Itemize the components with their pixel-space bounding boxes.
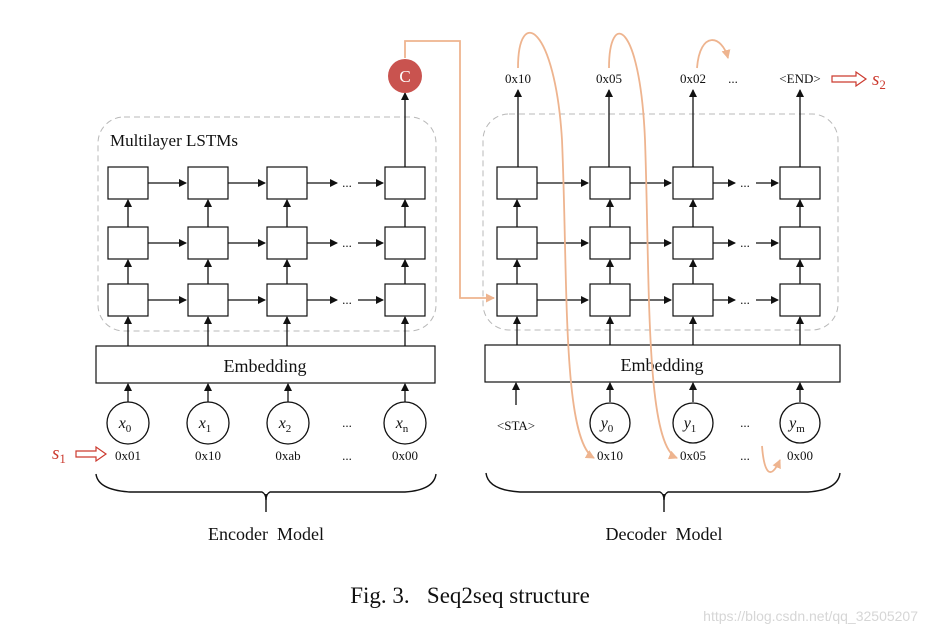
encoder-hex-value: 0x01 bbox=[115, 448, 141, 463]
encoder-lstm-cell bbox=[266, 283, 308, 317]
decoder-outputs: 0x10 0x05 0x02 <END>... bbox=[505, 71, 821, 167]
encoder-lstm-cell bbox=[107, 283, 149, 317]
encoder-input-node bbox=[106, 401, 150, 445]
encoder-embedding-label: Embedding bbox=[224, 356, 307, 376]
encoder-lstm-grid: ......... bbox=[107, 166, 426, 346]
decoder-input-node bbox=[589, 402, 631, 444]
encoder-lstm-cell bbox=[187, 166, 229, 200]
decoder-output-value: <END> bbox=[779, 71, 820, 86]
decoder-brace bbox=[485, 472, 841, 501]
decoder-input-label: y1 bbox=[682, 415, 697, 435]
encoder-model: Multilayer LSTMs ......... Embedding x0 0… bbox=[52, 92, 437, 544]
encoder-input-label: x0 bbox=[118, 415, 132, 435]
decoder-ellipsis: ... bbox=[740, 175, 750, 190]
decoder-lstm-cell bbox=[589, 166, 631, 200]
decoder-lstm-cell bbox=[496, 283, 538, 317]
decoder-output-value: 0x10 bbox=[505, 71, 531, 86]
decoder-embedding-label: Embedding bbox=[621, 355, 704, 375]
encoder-hex-value: 0xab bbox=[275, 448, 300, 463]
encoder-lstm-cell bbox=[384, 283, 426, 317]
decoder-hex-ellipsis: ... bbox=[740, 448, 750, 463]
encoder-lstm-cell bbox=[107, 166, 149, 200]
decoder-hex-value: 0x10 bbox=[597, 448, 623, 463]
decoder-lstm-cell bbox=[672, 226, 714, 260]
decoder-lstm-cell bbox=[589, 283, 631, 317]
encoder-input-ellipsis: ... bbox=[342, 415, 352, 430]
decoder-lstm-cell bbox=[672, 166, 714, 200]
encoder-ellipsis: ... bbox=[342, 175, 352, 190]
flow-arrows bbox=[404, 32, 781, 473]
encoder-hex-value: 0x00 bbox=[392, 448, 418, 463]
context-label: C bbox=[399, 67, 410, 86]
encoder-lstm-cell bbox=[187, 226, 229, 260]
encoder-input-label: x2 bbox=[278, 415, 292, 435]
decoder-model-label: Decoder Model bbox=[606, 524, 723, 544]
context-to-decoder-arrow bbox=[404, 40, 495, 303]
encoder-lstm-cell bbox=[266, 166, 308, 200]
encoder-s-label: s1 bbox=[52, 443, 66, 466]
decoder-input-label: ym bbox=[787, 415, 805, 435]
decoder-lstm-cell bbox=[589, 226, 631, 260]
decoder-lstm-cell bbox=[779, 226, 821, 260]
decoder-input-ellipsis: ... bbox=[740, 415, 750, 430]
decoder-s-label: s2 bbox=[872, 69, 886, 92]
encoder-s-hollow-arrow bbox=[75, 445, 108, 463]
decoder-s-hollow-arrow bbox=[831, 70, 868, 88]
decoder-hex-value: 0x05 bbox=[680, 448, 706, 463]
feedback-arrow-3 bbox=[696, 39, 731, 69]
encoder-lstm-label: Multilayer LSTMs bbox=[110, 131, 238, 150]
feedback-arrow-4 bbox=[761, 445, 781, 473]
decoder-lstm-cell bbox=[496, 166, 538, 200]
encoder-lstm-cell bbox=[107, 226, 149, 260]
decoder-lstm-cell bbox=[779, 166, 821, 200]
decoder-input-node bbox=[779, 402, 821, 444]
encoder-input-node bbox=[383, 401, 427, 445]
feedback-arrow-1 bbox=[517, 32, 595, 459]
encoder-embedding-box bbox=[95, 345, 436, 384]
decoder-hex-value: 0x00 bbox=[787, 448, 813, 463]
encoder-hex-ellipsis: ... bbox=[342, 448, 352, 463]
decoder-input-label: y0 bbox=[599, 415, 614, 435]
encoder-input-label: xn bbox=[395, 415, 409, 435]
context-node bbox=[388, 59, 422, 93]
watermark: https://blog.csdn.net/qq_32505207 bbox=[703, 608, 918, 624]
context-vector: C bbox=[388, 59, 422, 93]
decoder-start-token: <STA> bbox=[497, 418, 535, 433]
decoder-output-value: 0x05 bbox=[596, 71, 622, 86]
encoder-lstm-cell bbox=[187, 283, 229, 317]
encoder-lstm-region bbox=[97, 116, 437, 332]
encoder-input-node bbox=[186, 401, 230, 445]
encoder-ellipsis: ... bbox=[342, 235, 352, 250]
encoder-hex-value: 0x10 bbox=[195, 448, 221, 463]
decoder-ellipsis: ... bbox=[740, 235, 750, 250]
decoder-lstm-cell bbox=[496, 226, 538, 260]
decoder-inputs: <STA> y0 0x10 y1 0x05 ym 0x00...... bbox=[497, 382, 821, 463]
decoder-input-node bbox=[672, 402, 714, 444]
encoder-lstm-cell bbox=[266, 226, 308, 260]
encoder-lstm-cell bbox=[384, 226, 426, 260]
decoder-output-ellipsis: ... bbox=[728, 71, 738, 86]
encoder-input-node bbox=[266, 401, 310, 445]
feedback-arrow-2 bbox=[608, 32, 678, 460]
decoder-lstm-cell bbox=[672, 283, 714, 317]
figure-caption: Fig. 3. Seq2seq structure bbox=[350, 583, 590, 608]
decoder-model: ......... Embedding <STA> y0 0x10 y1 0x05 ym 0… bbox=[482, 69, 886, 544]
encoder-ellipsis: ... bbox=[342, 292, 352, 307]
encoder-inputs: x0 0x01 x1 0x10 x2 0xab xn 0x00...... bbox=[106, 383, 427, 463]
encoder-model-label: Encoder Model bbox=[208, 524, 324, 544]
decoder-ellipsis: ... bbox=[740, 292, 750, 307]
decoder-embedding-box bbox=[484, 344, 841, 383]
decoder-output-value: 0x02 bbox=[680, 71, 706, 86]
encoder-lstm-cell bbox=[384, 166, 426, 200]
decoder-lstm-grid: ......... bbox=[496, 166, 821, 345]
decoder-lstm-region bbox=[482, 113, 839, 331]
decoder-lstm-cell bbox=[779, 283, 821, 317]
encoder-input-label: x1 bbox=[198, 415, 212, 435]
